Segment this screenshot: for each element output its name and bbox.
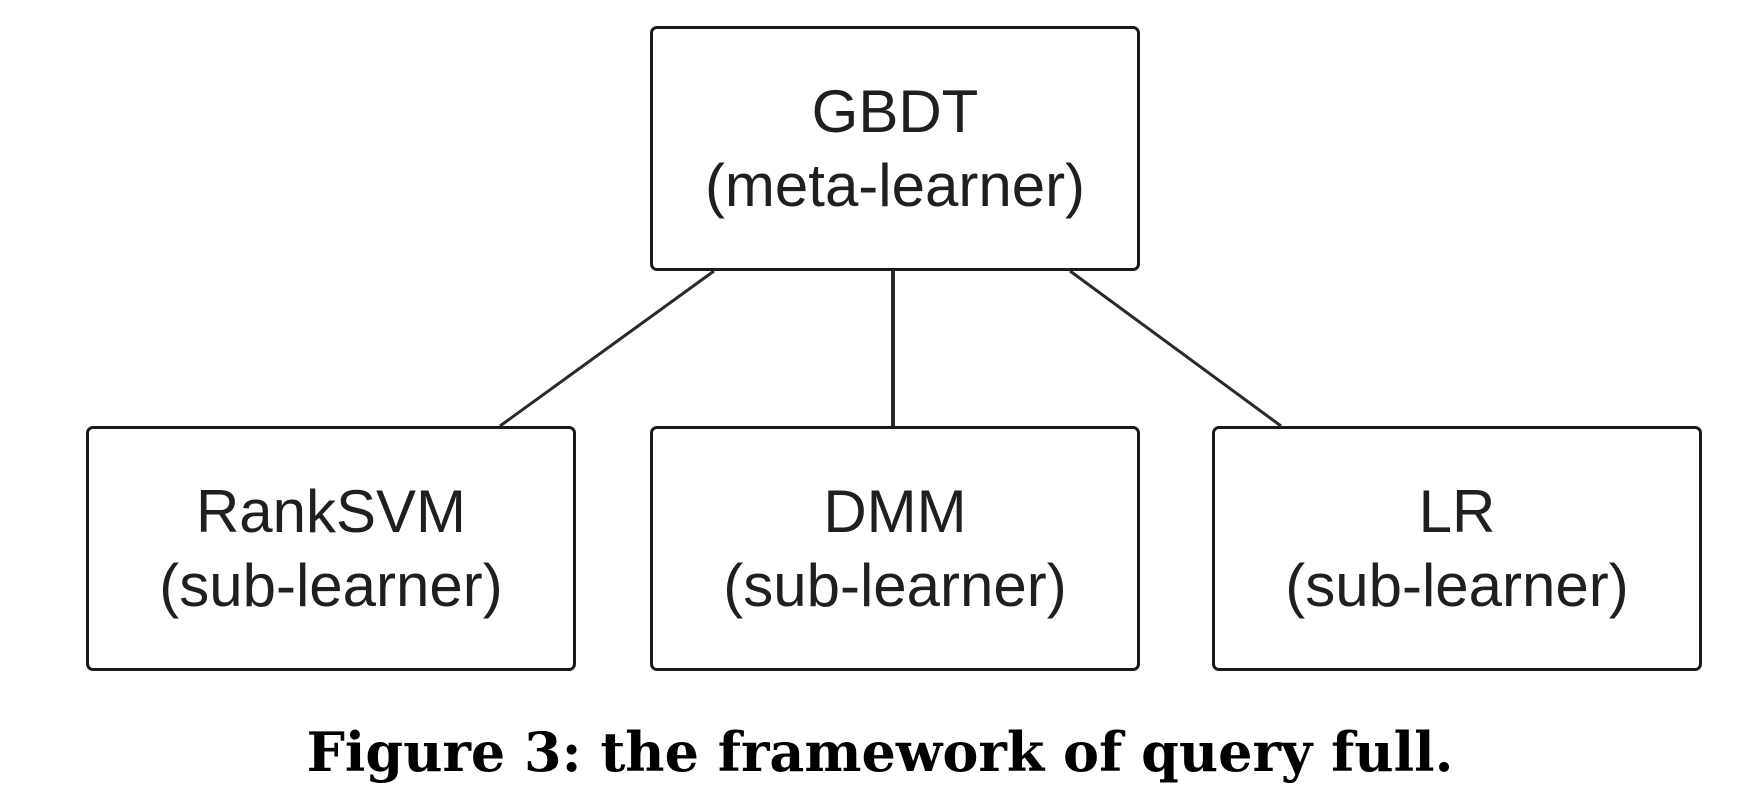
node-title: DMM bbox=[823, 478, 967, 546]
node-subtitle: (sub-learner) bbox=[159, 551, 503, 619]
node-lr-sub-learner: LR (sub-learner) bbox=[1212, 426, 1702, 671]
node-gbdt-meta-learner: GBDT (meta-learner) bbox=[650, 26, 1140, 271]
figure-caption: Figure 3: the framework of query full. bbox=[306, 720, 1454, 784]
edge-gbdt-lr bbox=[1069, 269, 1282, 428]
node-subtitle: (meta-learner) bbox=[704, 151, 1086, 219]
node-dmm-sub-learner: DMM (sub-learner) bbox=[650, 426, 1140, 671]
node-title: LR bbox=[1418, 478, 1496, 546]
node-title: RankSVM bbox=[195, 478, 467, 546]
node-subtitle: (sub-learner) bbox=[723, 551, 1067, 619]
node-title: GBDT bbox=[811, 78, 979, 146]
node-subtitle: (sub-learner) bbox=[1285, 551, 1629, 619]
node-ranksvm-sub-learner: RankSVM (sub-learner) bbox=[86, 426, 576, 671]
edge-gbdt-ranksvm bbox=[499, 269, 715, 428]
